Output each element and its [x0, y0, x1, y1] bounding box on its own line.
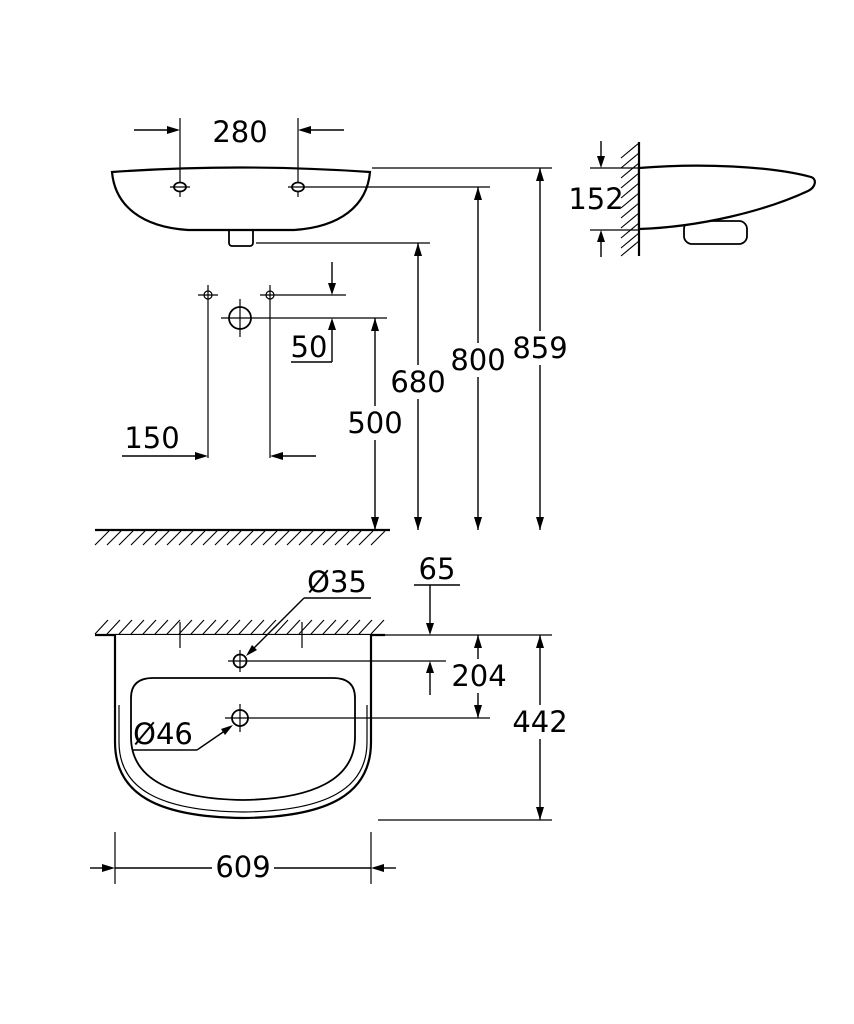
dim-label-442: 442	[512, 705, 567, 739]
arrowhead	[536, 168, 544, 181]
side-view: 152	[568, 141, 816, 257]
dim-label-204: 204	[451, 659, 506, 693]
arrowhead	[414, 243, 422, 256]
dim-152: 152	[568, 141, 640, 257]
dim-label-280: 280	[212, 115, 267, 149]
arrowhead	[221, 725, 233, 735]
label-mask	[212, 850, 274, 885]
dim-label-680: 680	[390, 365, 445, 399]
arrowhead	[426, 661, 434, 673]
dim-442: 442	[378, 635, 569, 821]
arrowhead	[536, 517, 544, 530]
ground-hatch	[94, 530, 386, 546]
basin-plan-bowl	[130, 677, 356, 801]
dim-label-50: 50	[291, 330, 328, 364]
dim-280: 280	[134, 115, 344, 149]
dim-label-150: 150	[124, 421, 179, 455]
basin-plan-rim	[118, 705, 368, 813]
arrowhead	[371, 864, 384, 872]
dim-65: 65	[414, 552, 460, 695]
dim-label-859: 859	[512, 331, 567, 365]
basin-side-outline	[637, 164, 816, 231]
dim-50: 50	[291, 262, 336, 364]
dim-150: 150	[122, 421, 316, 460]
arrowhead	[102, 864, 115, 872]
dim-label-65: 65	[419, 552, 456, 586]
leader-line	[249, 597, 305, 653]
arrowhead	[474, 705, 482, 718]
callout-dia35: Ø35	[246, 565, 371, 656]
plan-view: Ø35 Ø46 65 204	[90, 552, 569, 885]
arrowhead	[270, 452, 283, 460]
dim-label-609: 609	[215, 850, 270, 884]
arrowhead	[474, 635, 482, 648]
arrowhead	[536, 635, 544, 648]
label-mask	[346, 406, 404, 440]
fixing-hole-left	[198, 285, 218, 305]
label-mask	[511, 331, 569, 365]
arrowhead	[474, 517, 482, 530]
label-mask	[450, 659, 508, 693]
arrowhead	[371, 318, 379, 331]
arrowhead	[328, 318, 336, 330]
dim-859: 859	[372, 167, 569, 530]
dim-800: 800	[449, 187, 507, 530]
arrowhead	[167, 126, 180, 134]
dim-label-152: 152	[568, 182, 623, 216]
drain-outlet-front	[221, 299, 387, 337]
fixing-hole-right	[260, 285, 346, 305]
dim-label-800: 800	[450, 343, 505, 377]
callout-label-dia35: Ø35	[307, 565, 367, 599]
dim-label-500: 500	[347, 406, 402, 440]
dim-680: 680	[256, 242, 447, 530]
arrowhead	[474, 187, 482, 200]
basin-front-outline	[110, 166, 372, 232]
arrowhead	[328, 283, 336, 295]
arrowhead	[195, 452, 208, 460]
label-mask	[449, 343, 507, 377]
dim-609: 609	[90, 832, 396, 885]
arrowhead	[536, 807, 544, 820]
arrowhead	[246, 645, 257, 656]
label-mask	[389, 365, 447, 399]
arrowhead	[426, 623, 434, 635]
wall-hatch-plan	[94, 619, 385, 635]
label-mask	[511, 705, 569, 739]
drain-hole-plan	[225, 704, 490, 732]
dim-204: 204	[450, 635, 508, 718]
front-view: 280 50	[94, 115, 569, 546]
arrowhead	[597, 156, 605, 168]
arrowhead	[371, 517, 379, 530]
arrowhead	[414, 517, 422, 530]
wall-hatch-side	[620, 142, 640, 257]
arrowhead	[597, 230, 605, 242]
arrowhead	[298, 126, 311, 134]
callout-label-dia46: Ø46	[133, 717, 193, 751]
dim-500: 500	[346, 318, 404, 530]
callout-dia46: Ø46	[132, 717, 233, 751]
tap-hole-plan	[228, 650, 446, 672]
